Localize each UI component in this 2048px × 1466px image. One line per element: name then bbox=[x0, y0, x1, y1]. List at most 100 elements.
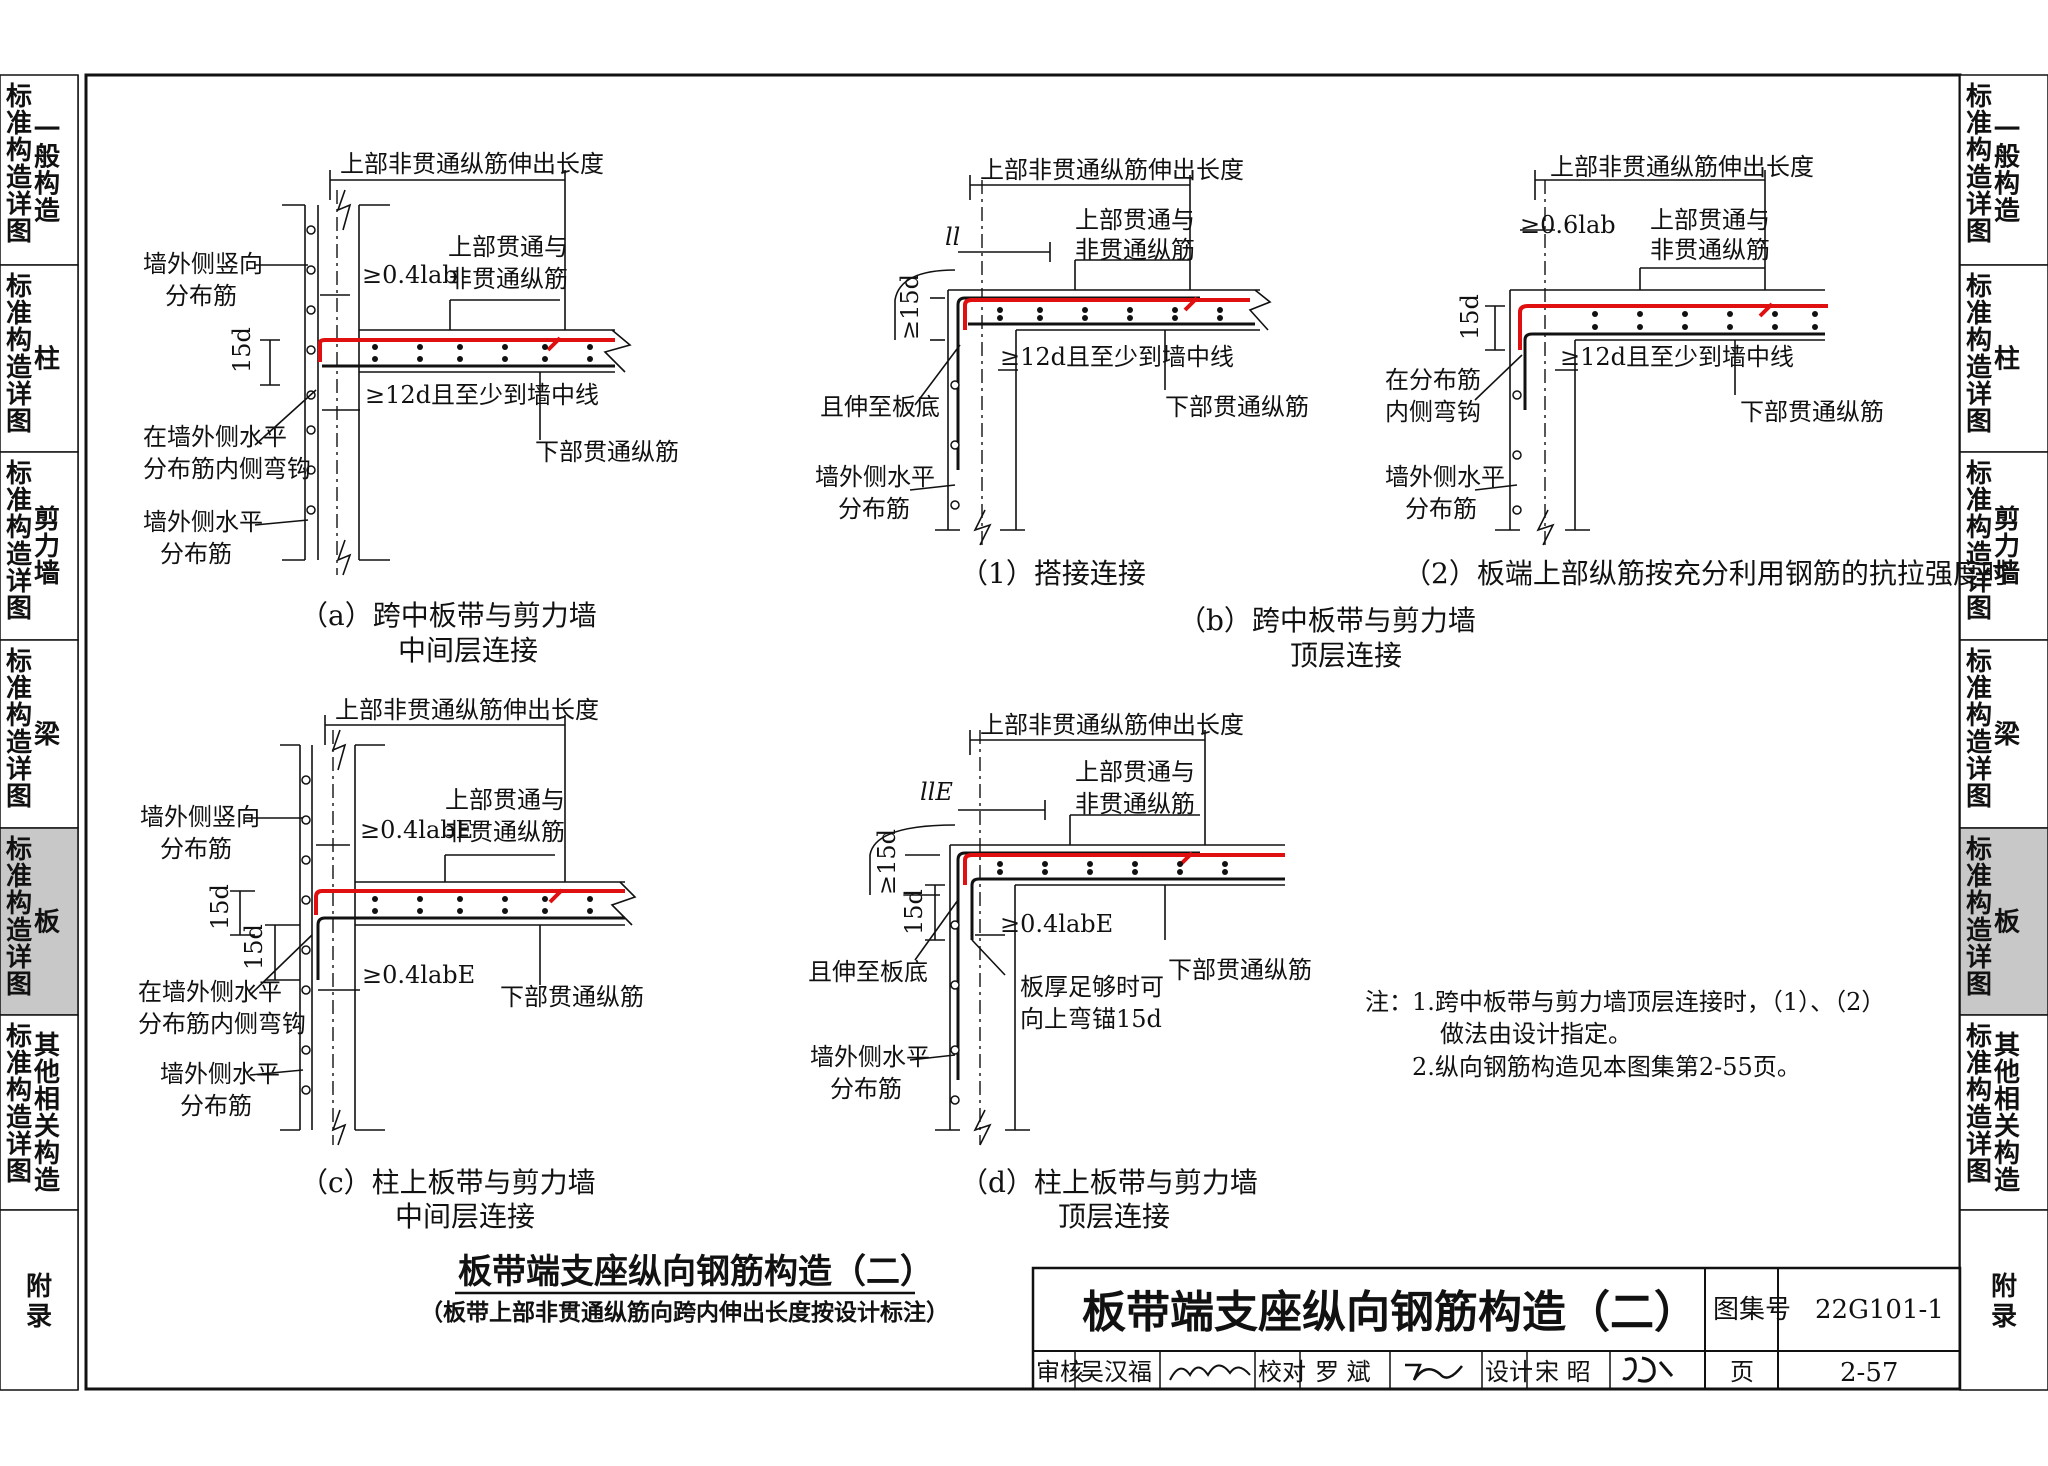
a-bottom-anchor: ≥12d且至少到墙中线 bbox=[365, 381, 599, 409]
b1-caption: （1）搭接连接 bbox=[960, 557, 1146, 590]
d-top-bars-1: 上部贯通与 bbox=[1075, 758, 1195, 786]
d-thick-1: 板厚足够时可 bbox=[1020, 973, 1164, 1001]
side-tab-char: 构 bbox=[6, 513, 32, 543]
side-tab-topic-char: 关 bbox=[34, 1112, 60, 1142]
side-tab-char: 图 bbox=[6, 970, 32, 1000]
side-tab-char: 录 bbox=[26, 1302, 52, 1332]
side-tab-char: 图 bbox=[1966, 217, 1992, 247]
b2-15d: 15d bbox=[1456, 294, 1484, 340]
side-tab-char: 构 bbox=[1966, 701, 1992, 731]
side-tab-char: 详 bbox=[6, 942, 32, 973]
note-1-cont: 做法由设计指定。 bbox=[1440, 1020, 1632, 1048]
side-tab-char: 构 bbox=[6, 701, 32, 731]
b2-bottom-anchor: ≥12d且至少到墙中线 bbox=[1560, 343, 1794, 371]
side-tab-char: 准 bbox=[6, 862, 32, 892]
side-tab-char: 详 bbox=[1966, 754, 1992, 785]
side-tab-char: 准 bbox=[1966, 1049, 1992, 1079]
side-tab-topic-char: 柱 bbox=[1994, 345, 2020, 375]
side-tab-char: 准 bbox=[6, 486, 32, 516]
b1-bottom-bars: 下部贯通纵筋 bbox=[1165, 393, 1309, 421]
a-bottom-bars: 下部贯通纵筋 bbox=[535, 438, 679, 466]
a-anchor: ≥0.4lab bbox=[362, 261, 458, 289]
side-tab-topic-char: 板 bbox=[1994, 908, 2020, 938]
side-tab-char: 附 bbox=[1991, 1272, 2017, 1302]
side-tab-topic-char: 力 bbox=[1994, 532, 2020, 562]
side-tab-char: 附 bbox=[26, 1272, 52, 1302]
side-tab-char: 造 bbox=[6, 1103, 32, 1133]
side-tab-topic-char: 梁 bbox=[33, 720, 60, 750]
side-tab-char: 标 bbox=[1966, 835, 1992, 865]
side-tab-char: 准 bbox=[1966, 109, 1992, 139]
side-tab-char: 构 bbox=[6, 889, 32, 919]
side-tab-topic-char: 构 bbox=[1994, 170, 2020, 200]
side-tab-topic-char: 他 bbox=[1993, 1058, 2020, 1088]
d-caption-1: （d）柱上板带与剪力墙 bbox=[960, 1166, 1258, 1199]
designer: 宋 昭 bbox=[1535, 1358, 1591, 1386]
side-tab-char: 标 bbox=[6, 647, 32, 677]
c-wall-vertical-1: 墙外侧竖向 bbox=[140, 803, 260, 831]
notes-prefix: 注： bbox=[1365, 988, 1413, 1016]
side-tab-char: 详 bbox=[1966, 566, 1992, 597]
side-tab-char: 图 bbox=[1966, 594, 1992, 624]
d-dim-top: 上部非贯通纵筋伸出长度 bbox=[980, 711, 1244, 739]
design-label: 设计 bbox=[1485, 1358, 1533, 1386]
side-tab-char: 准 bbox=[6, 299, 32, 329]
c-top-bars-2: 非贯通纵筋 bbox=[445, 818, 565, 846]
side-tab-char: 图 bbox=[6, 407, 32, 437]
side-tab-char: 详 bbox=[1966, 189, 1992, 220]
b1-15d: ≥15d bbox=[896, 274, 924, 340]
side-tab-char: 录 bbox=[1991, 1302, 2017, 1332]
side-tab-topic-char: 板 bbox=[34, 908, 60, 938]
c-caption-1: （c）柱上板带与剪力墙 bbox=[300, 1166, 596, 1199]
reviewer: 吴汉福 bbox=[1080, 1358, 1152, 1386]
side-tab-topic-char: 其 bbox=[1994, 1031, 2020, 1061]
side-tab-char: 图 bbox=[6, 1157, 32, 1187]
side-tab-char: 构 bbox=[1966, 136, 1992, 166]
side-tab-char: 构 bbox=[6, 1076, 32, 1106]
side-tab-char: 标 bbox=[1966, 459, 1992, 489]
a-dim-top: 上部非贯通纵筋伸出长度 bbox=[340, 150, 604, 178]
b2-top-bars-1: 上部贯通与 bbox=[1650, 206, 1770, 234]
side-tab-char: 图 bbox=[6, 594, 32, 624]
a-caption-1: （a）跨中板带与剪力墙 bbox=[300, 599, 597, 632]
side-tabs-left: 标准构造详图一般构造标准构造详图柱标准构造详图剪力墙标准构造详图梁标准构造详图板… bbox=[0, 74, 79, 1391]
side-tab-char: 准 bbox=[1966, 299, 1992, 329]
b1-top-bars-2: 非贯通纵筋 bbox=[1075, 236, 1195, 264]
side-tab-char: 标 bbox=[1966, 647, 1992, 677]
b2-top-bars-2: 非贯通纵筋 bbox=[1650, 236, 1770, 264]
side-tab-topic-char: 墙 bbox=[1994, 559, 2020, 589]
page-no: 2-57 bbox=[1840, 1358, 1898, 1388]
side-tab-right-7[interactable]: 附录 bbox=[1959, 1209, 2048, 1391]
a-top-bars-1: 上部贯通与 bbox=[448, 233, 568, 261]
side-tab-left-7[interactable]: 附录 bbox=[0, 1209, 79, 1391]
side-tab-char: 准 bbox=[6, 1049, 32, 1079]
side-tab-char: 构 bbox=[6, 326, 32, 356]
a-wall-vertical-1: 墙外侧竖向 bbox=[143, 250, 263, 278]
atlas-label: 图集号 bbox=[1713, 1295, 1791, 1325]
side-tab-char: 构 bbox=[1966, 1076, 1992, 1106]
side-tab-topic-char: 般 bbox=[34, 143, 60, 173]
title-block-title: 板带端支座纵向钢筋构造（二） bbox=[1082, 1287, 1698, 1338]
side-tab-char: 标 bbox=[6, 1022, 32, 1052]
designer-signature bbox=[1622, 1356, 1674, 1383]
side-tab-topic-char: 梁 bbox=[1993, 720, 2020, 750]
b1-wall-horizontal-1: 墙外侧水平 bbox=[815, 463, 935, 491]
b1-wall-horizontal-2: 分布筋 bbox=[838, 495, 910, 523]
d-bottom-bars: 下部贯通纵筋 bbox=[1168, 956, 1312, 984]
diagram-b1: 上部非贯通纵筋伸出长度 ll 上部贯通与 非贯通纵筋 ≥15d ≥12d且至少到… bbox=[815, 156, 1309, 590]
side-tab-char: 标 bbox=[1966, 272, 1992, 302]
side-tab-char: 准 bbox=[1966, 486, 1992, 516]
